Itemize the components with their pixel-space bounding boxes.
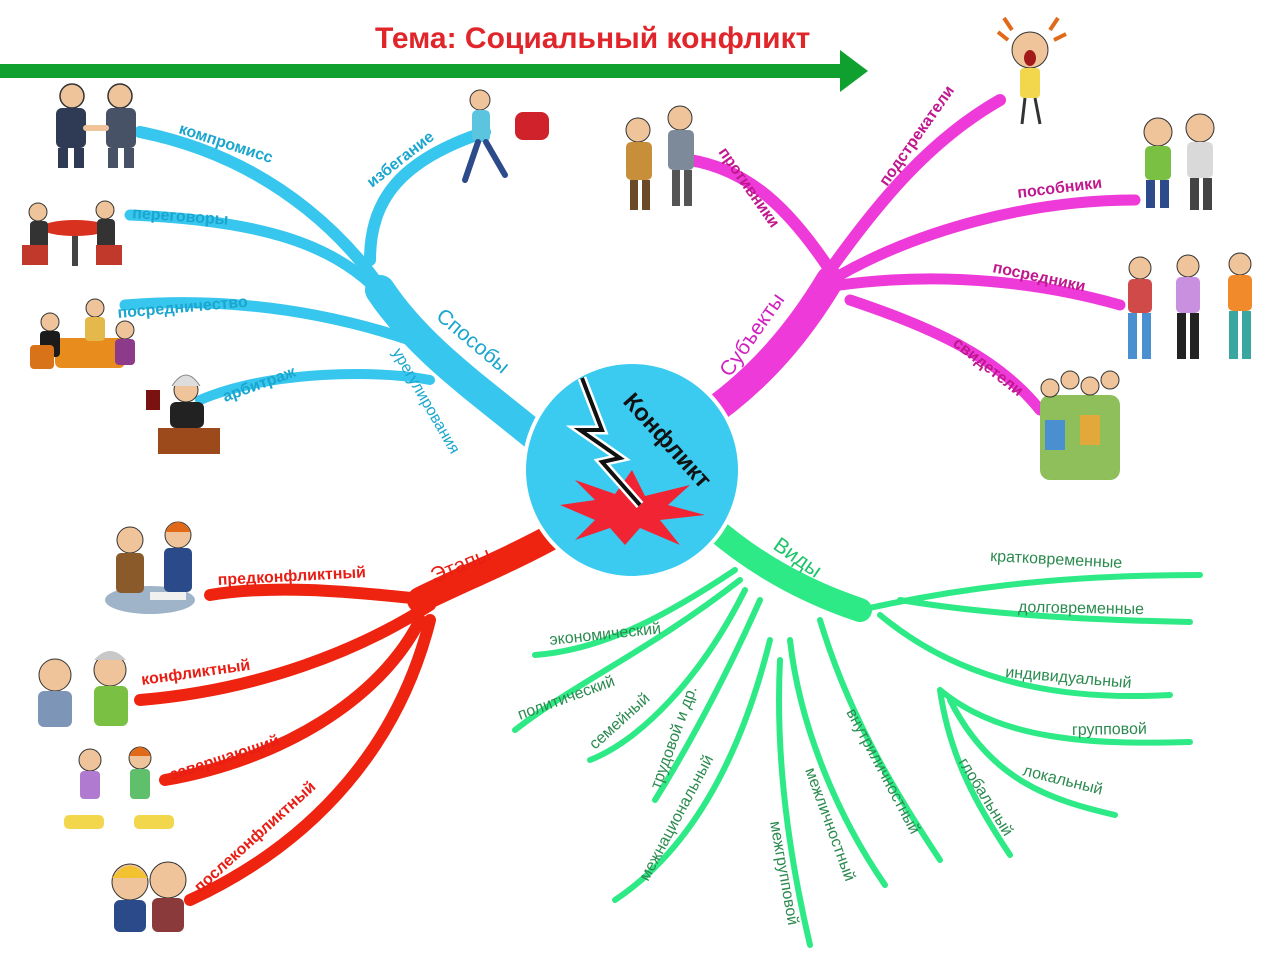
title-arrow (0, 50, 868, 92)
smiling-couple-illustration (111, 861, 187, 932)
explosion-icon (560, 470, 705, 545)
negotiation-illustration (22, 200, 122, 266)
types-item-local: локальный (1021, 762, 1104, 798)
types-item-individual: индивидуальный (1005, 664, 1132, 692)
types-item-long-term: долговременные (1018, 599, 1144, 618)
subjects-item-witnesses: свидетели (950, 335, 1027, 400)
types-item-group: групповой (1072, 721, 1147, 739)
types-branches (512, 513, 1203, 948)
running-woman-illustration (462, 89, 549, 183)
types-item-political: политический (516, 673, 618, 724)
types-item-interethnic: межнациональный (637, 752, 718, 883)
types-item-intrapersonal: внутриличностный (842, 706, 922, 837)
page-title: Тема: Социальный конфликт (375, 22, 810, 55)
screaming-girl-illustration (996, 16, 1067, 125)
quarrel-illustration (38, 651, 128, 727)
stages-branches (134, 522, 568, 906)
ways-item-negotiations: переговоры (132, 205, 229, 229)
crowd-illustration (1040, 370, 1120, 480)
stages-item-final: завершающий (168, 732, 282, 783)
sitting-couple-illustration (64, 746, 174, 829)
ways-branches (119, 126, 555, 455)
arguing-boys-illustration (625, 105, 694, 210)
mediation-illustration (30, 298, 135, 369)
mediator-kids-illustration (1128, 252, 1252, 359)
subjects-item-opponents: противники (715, 145, 783, 231)
meeting-illustration (105, 521, 195, 614)
types-item-short-term: кратковременные (990, 548, 1123, 572)
ways-item-arbitration: арбитраж (221, 363, 299, 405)
center-node: Конфликт (522, 360, 742, 580)
handshake-illustration (56, 83, 136, 168)
helper-boys-illustration (1143, 113, 1215, 210)
judge-illustration (146, 374, 220, 454)
